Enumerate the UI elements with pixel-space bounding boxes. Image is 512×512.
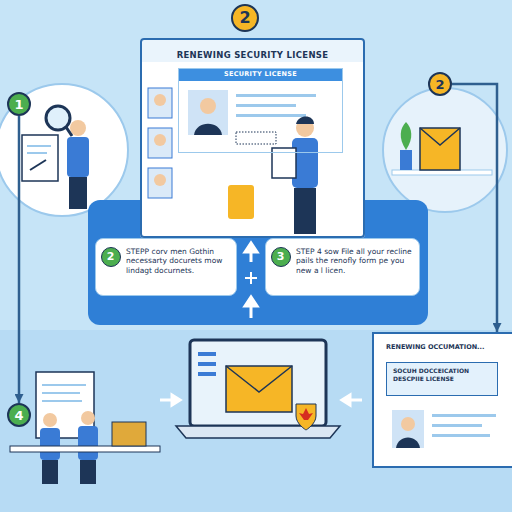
panel-heading: RENEWING OCCUMATION... xyxy=(386,344,502,352)
left-arrow xyxy=(342,395,362,405)
callout-number: 1 xyxy=(14,98,23,111)
callout-number: 4 xyxy=(14,409,23,422)
photo xyxy=(148,88,172,118)
photo-face xyxy=(154,134,166,146)
callout-number: 2 xyxy=(239,10,250,26)
person-legs xyxy=(69,177,87,209)
plant xyxy=(401,122,412,150)
document-panel: RENEWING OCCUMATION... SOCUH DOCCEICATION… xyxy=(372,332,512,468)
person-head xyxy=(70,120,86,136)
paper-line xyxy=(27,152,47,154)
step-number-circle: 2 xyxy=(428,72,452,96)
step-number-circle: 1 xyxy=(7,92,31,116)
magnifier-handle xyxy=(66,127,72,136)
lower-ground xyxy=(0,330,512,512)
envelope-flap xyxy=(226,366,292,392)
portrait-shoulders xyxy=(396,438,420,449)
box xyxy=(112,422,146,446)
person-head xyxy=(43,413,57,427)
step-bubble: STEP 4 sow File all your recline pails t… xyxy=(265,238,420,296)
document-field: SOCUH DOCCEICATION DESCPIIE LICENSE xyxy=(386,362,498,396)
checklist-item xyxy=(198,352,216,356)
person-body xyxy=(78,426,98,460)
person-hair xyxy=(296,117,314,125)
chair xyxy=(228,185,254,219)
plant-pot xyxy=(400,150,412,170)
right-arrow xyxy=(160,395,180,405)
browser-window: RENEWING SECURITY LICENSE SECURITY LICENS… xyxy=(140,38,365,238)
panel-line xyxy=(432,414,496,417)
person-legs xyxy=(80,460,96,484)
step-number-circle: 3 xyxy=(271,247,291,267)
license-card: SECURITY LICENSE xyxy=(178,68,343,153)
step-text: STEPP corv men Gothin necessarty docuret… xyxy=(126,247,230,275)
panel-fill xyxy=(372,332,512,468)
maple-leaf xyxy=(299,408,313,420)
person-body xyxy=(67,137,89,177)
panel-line xyxy=(432,434,490,437)
paper-line xyxy=(27,145,51,147)
board-line xyxy=(42,400,82,402)
card-line xyxy=(236,104,296,107)
person-body xyxy=(40,428,60,460)
window-title: RENEWING SECURITY LICENSE xyxy=(150,50,355,60)
pen xyxy=(30,160,46,170)
panel-line xyxy=(432,424,482,427)
mailbox-flap xyxy=(420,128,460,145)
photo-face xyxy=(154,94,166,106)
plus-sign xyxy=(245,272,257,284)
person-head xyxy=(81,411,95,425)
flow-arrow xyxy=(18,116,21,403)
step-number-circle: 2 xyxy=(101,247,121,267)
field-text: SOCUH DOCCEICATION DESCPIIE LICENSE xyxy=(393,367,491,383)
scene-circle xyxy=(383,88,507,212)
person-legs xyxy=(294,188,316,234)
card-heading: SECURITY LICENSE xyxy=(179,69,342,81)
person-legs xyxy=(42,460,58,484)
barcode xyxy=(236,132,276,144)
photo xyxy=(148,168,172,198)
paper xyxy=(22,135,58,181)
portrait-shoulders xyxy=(194,124,222,135)
portrait-face xyxy=(200,98,216,114)
callout-number: 2 xyxy=(107,251,115,262)
card-portrait xyxy=(188,90,228,135)
envelope xyxy=(226,366,292,412)
card-line xyxy=(236,94,316,97)
checklist-item xyxy=(198,372,216,376)
checklist-item xyxy=(198,362,216,366)
step-number-circle: 2 xyxy=(231,4,259,32)
mailbox xyxy=(420,128,460,170)
laptop-base xyxy=(176,426,340,438)
magnifier xyxy=(46,106,70,130)
laptop-screen xyxy=(190,340,326,426)
table xyxy=(10,446,160,452)
step-text: STEP 4 sow File all your recline pails t… xyxy=(296,247,413,275)
up-arrow xyxy=(245,243,257,262)
card-line xyxy=(236,114,306,117)
window-fill xyxy=(140,38,365,238)
shield xyxy=(296,404,316,430)
callout-number: 3 xyxy=(277,251,285,262)
flow-arrow xyxy=(452,84,497,332)
board-line xyxy=(42,384,86,386)
step-bubble: STEPP corv men Gothin necessarty docuret… xyxy=(95,238,237,296)
up-arrow xyxy=(245,297,257,318)
callout-number: 2 xyxy=(435,78,444,91)
photo xyxy=(148,128,172,158)
step-number-circle: 4 xyxy=(7,403,31,427)
portrait-face xyxy=(401,417,415,431)
window-header xyxy=(142,40,363,62)
board-line xyxy=(42,392,80,394)
photo-face xyxy=(154,174,166,186)
panel-portrait xyxy=(392,410,424,448)
